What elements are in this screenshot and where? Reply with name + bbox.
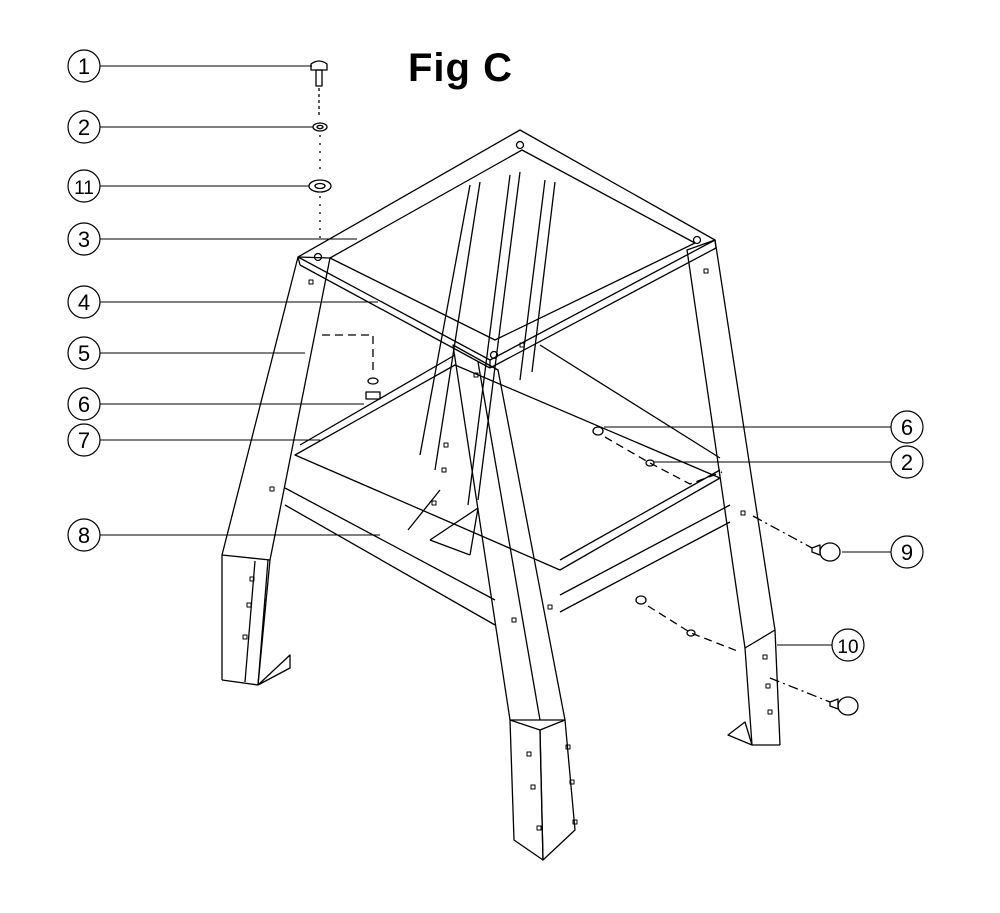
washer-2-top (312, 122, 328, 175)
leg-front-left (221, 256, 331, 686)
callout-7: 7 (67, 423, 101, 457)
callout-9-label: 9 (901, 540, 913, 565)
callout-7-label: 7 (78, 428, 90, 453)
callout-4: 4 (67, 285, 101, 319)
leader-lines (100, 65, 891, 646)
leg-front-center (452, 344, 576, 861)
nut-washer-center (322, 334, 381, 400)
callout-1-label: 1 (78, 54, 90, 79)
callout-6-left: 6 (67, 387, 101, 421)
callout-4-label: 4 (78, 290, 90, 315)
top-frame (297, 129, 717, 369)
leg-holes (242, 268, 773, 831)
leg-back-right (686, 239, 781, 746)
carriage-bolt-top (310, 60, 328, 118)
callout-2: 2 (67, 110, 101, 144)
callout-2-label: 2 (78, 115, 90, 140)
nut-washer-lower (635, 595, 741, 653)
callout-8-label: 8 (78, 523, 90, 548)
callout-5: 5 (67, 336, 101, 370)
callout-3: 3 (67, 222, 101, 256)
callout-2-right: 2 (890, 445, 924, 479)
callout-2-right-label: 2 (901, 450, 913, 475)
callout-8: 8 (67, 518, 101, 552)
back-braces (407, 171, 556, 556)
callout-6-right: 6 (890, 410, 924, 444)
callout-11-label: 11 (74, 178, 94, 199)
callout-10-label: 10 (837, 637, 858, 658)
callout-9: 9 (890, 535, 924, 569)
nut-washer-right (592, 426, 723, 485)
callout-6-left-label: 6 (78, 392, 90, 417)
bottom-stretcher (284, 487, 731, 626)
callout-1: 1 (67, 49, 101, 83)
callout-11: 11 (67, 169, 101, 203)
callout-10: 10 (831, 628, 865, 662)
callout-3-label: 3 (78, 227, 90, 252)
washer-11 (308, 179, 332, 245)
callout-5-label: 5 (78, 341, 90, 366)
callout-6-right-label: 6 (901, 415, 913, 440)
carriage-bolt-lower (769, 677, 859, 716)
carriage-bolt-9 (752, 515, 841, 562)
figure-title: Fig C (408, 46, 513, 90)
mid-frame (294, 344, 721, 571)
